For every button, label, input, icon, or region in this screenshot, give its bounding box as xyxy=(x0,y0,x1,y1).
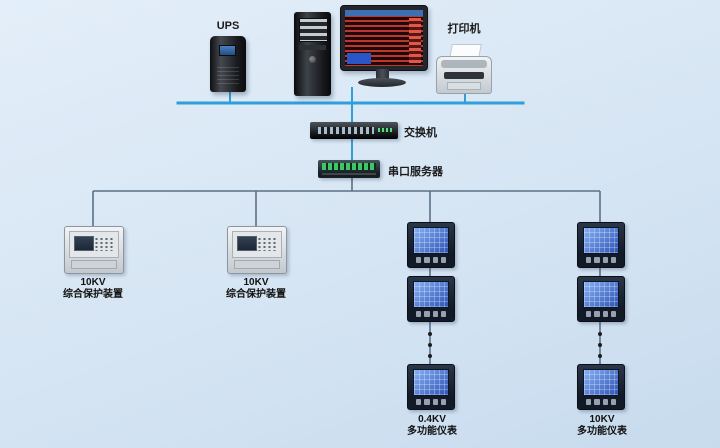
monitor-screen-header xyxy=(345,10,423,16)
protection-device-lcd xyxy=(237,236,257,251)
monitor xyxy=(340,5,428,71)
serial-server-label: 串口服务器 xyxy=(388,166,443,178)
pc-drive-bays xyxy=(299,18,328,42)
pc-drive-slot xyxy=(299,45,326,50)
meter-screen xyxy=(413,227,449,254)
meter-group-2-label-line2: 多功能仪表 xyxy=(577,426,627,437)
meter-buttons xyxy=(586,399,616,405)
protection-device-face xyxy=(232,231,282,258)
protection-device-2-label-line1: 10KV xyxy=(243,277,269,288)
protection-device-keys xyxy=(93,236,115,251)
switch-ports xyxy=(318,127,374,134)
serial-server-terminals xyxy=(322,163,376,170)
multifunction-meter xyxy=(407,222,455,268)
multifunction-meter xyxy=(577,276,625,322)
multifunction-meter xyxy=(407,364,455,410)
multifunction-meter xyxy=(407,276,455,322)
protection-device-keys xyxy=(256,236,278,251)
printer-output-slot xyxy=(444,72,484,79)
printer-body xyxy=(436,56,492,94)
monitor-stand-neck xyxy=(376,69,389,79)
meter-group-2-label: 10KV 多功能仪表 xyxy=(554,414,650,438)
meter-group-1-label-line1: 0.4KV xyxy=(418,414,446,425)
meter-buttons xyxy=(586,311,616,317)
device-drop-lines xyxy=(229,87,466,160)
serial-server-trim xyxy=(322,173,376,175)
meter-buttons xyxy=(416,311,446,317)
protection-device-2 xyxy=(227,226,287,274)
meter-screen xyxy=(583,227,619,254)
meter-screen xyxy=(413,369,449,396)
meter-screen xyxy=(413,281,449,308)
protection-device-slot xyxy=(71,260,117,269)
protection-device-1-label-line1: 10KV xyxy=(80,277,106,288)
protection-device-1 xyxy=(64,226,124,274)
meter-buttons xyxy=(416,399,446,405)
switch-label: 交换机 xyxy=(404,127,437,139)
protection-device-2-label-line2: 综合保护装置 xyxy=(226,289,286,300)
meter-group-1-label-line2: 多功能仪表 xyxy=(407,426,457,437)
switch-leds xyxy=(378,128,392,132)
printer-tray xyxy=(447,82,481,90)
printer-device xyxy=(436,44,492,94)
meter-group-1-label: 0.4KV 多功能仪表 xyxy=(384,414,480,438)
pc-power-button xyxy=(309,56,316,63)
meter-group-2-label-line1: 10KV xyxy=(589,414,615,425)
protection-device-2-label: 10KV 综合保护装置 xyxy=(208,277,304,301)
protection-device-slot xyxy=(234,260,280,269)
ups-display xyxy=(219,45,236,56)
serial-server-device xyxy=(318,160,380,178)
ups-device xyxy=(210,36,246,92)
protection-device-face xyxy=(69,231,119,258)
branch-lines xyxy=(92,178,601,380)
meter-screen xyxy=(583,281,619,308)
monitor-screen xyxy=(345,10,423,66)
monitor-screen-sidebar xyxy=(409,18,421,63)
ups-label: UPS xyxy=(216,20,240,32)
meter-buttons xyxy=(416,257,446,263)
switch-device xyxy=(310,122,398,139)
monitor-stand-base xyxy=(358,78,406,87)
protection-device-1-label-line2: 综合保护装置 xyxy=(63,289,123,300)
multifunction-meter xyxy=(577,364,625,410)
meter-screen xyxy=(583,369,619,396)
protection-device-1-label: 10KV 综合保护装置 xyxy=(45,277,141,301)
multifunction-meter xyxy=(577,222,625,268)
ups-vents xyxy=(217,67,239,85)
printer-top-panel xyxy=(441,60,487,68)
monitor-screen-panel xyxy=(347,53,371,64)
protection-device-lcd xyxy=(74,236,94,251)
ellipsis-dots xyxy=(428,332,432,365)
ellipsis-dots xyxy=(598,332,602,365)
pc-tower xyxy=(294,12,331,96)
meter-buttons xyxy=(586,257,616,263)
printer-label: 打印机 xyxy=(447,23,481,35)
